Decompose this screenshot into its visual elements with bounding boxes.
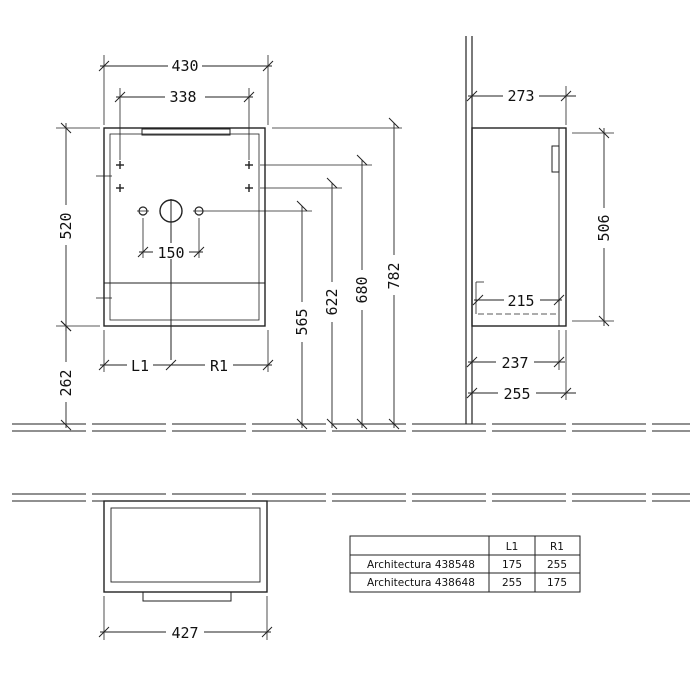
dim-height-520: 520 (56, 122, 100, 332)
dim-width-430: 430 (98, 55, 274, 125)
table-row-1-r1: 255 (547, 559, 567, 571)
dim-hole-spacing-338: 338 (114, 87, 255, 160)
dim-427-label: 427 (171, 624, 198, 642)
dim-255: 255 (466, 330, 576, 403)
table-header-r1: R1 (550, 541, 564, 553)
dim-680-label: 680 (353, 276, 371, 303)
dim-255-label: 255 (503, 385, 530, 403)
side-cabinet-outline (471, 127, 567, 327)
front-cabinet-inner (109, 133, 260, 321)
dim-l1-r1: L1 R1 (98, 330, 274, 375)
mounting-holes (116, 161, 253, 192)
side-handle (551, 145, 560, 173)
table-row-2-r1: 175 (547, 577, 567, 589)
dim-262-label: 262 (57, 369, 75, 396)
dim-depth-273: 273 (466, 86, 576, 125)
dim-150-label: 150 (157, 244, 184, 262)
table-row-2-l1: 255 (502, 577, 522, 589)
dim-622-label: 622 (323, 288, 341, 315)
dim-680: 680 (260, 154, 372, 430)
dim-r1-label: R1 (210, 357, 228, 375)
dim-237-label: 237 (501, 354, 528, 372)
table-row-2-model: Architectura 438648 (367, 577, 475, 589)
dim-height-506: 506 (572, 127, 614, 327)
dim-215: 215 (472, 291, 565, 310)
table-row-1-l1: 175 (502, 559, 522, 571)
plan-handle (142, 591, 232, 602)
dim-520-label: 520 (57, 212, 75, 239)
table-header-l1: L1 (506, 541, 519, 553)
dim-215-label: 215 (507, 292, 534, 310)
plan-cabinet-outline (103, 500, 268, 593)
front-cabinet-outline (103, 127, 266, 327)
dim-273-label: 273 (507, 87, 534, 105)
dim-565-label: 565 (293, 308, 311, 335)
dim-782-label: 782 (385, 262, 403, 289)
side-view: 273 506 215 237 (465, 36, 614, 424)
floor-line-upper (12, 423, 690, 432)
dim-l1-label: L1 (131, 357, 149, 375)
variant-table: L1 R1 Architectura 438548 175 255 Archit… (349, 535, 581, 593)
dim-338-label: 338 (169, 88, 196, 106)
dim-floor-262: 262 (56, 320, 76, 431)
dim-565: 565 (205, 200, 312, 430)
dim-622: 622 (260, 177, 342, 430)
floor-line-lower (12, 493, 690, 502)
front-handle (141, 128, 231, 136)
dim-430-label: 430 (171, 57, 198, 75)
table-row-1-model: Architectura 438548 (367, 559, 475, 571)
dim-782: 782 (272, 117, 404, 430)
dim-237: 237 (466, 330, 565, 372)
dim-width-427: 427 (98, 596, 273, 642)
front-view: 430 338 520 (56, 55, 404, 431)
dim-506-label: 506 (595, 214, 613, 241)
plan-view: 427 (98, 500, 273, 642)
dim-drain-150: 150 (137, 218, 205, 262)
